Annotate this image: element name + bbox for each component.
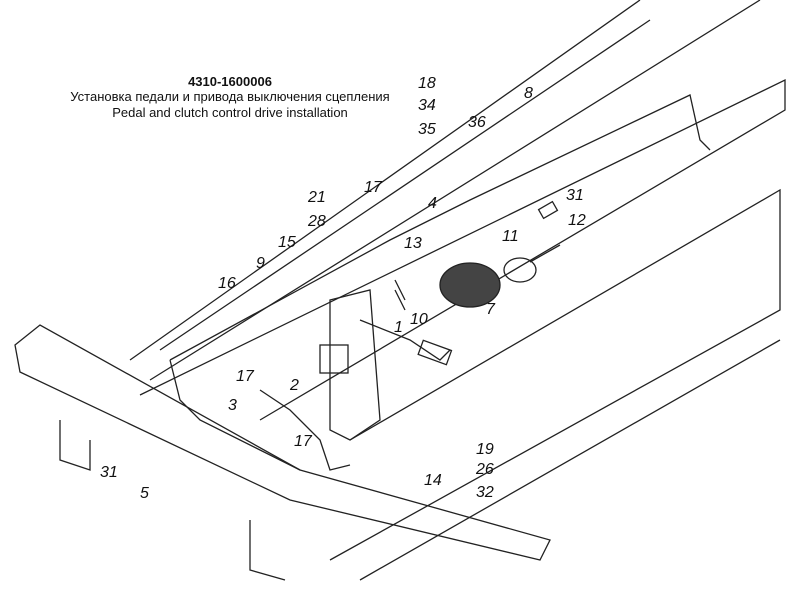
callout-19: 19	[476, 441, 494, 458]
callout-13: 13	[404, 235, 422, 252]
callout-36: 36	[468, 114, 486, 131]
callout-12: 12	[568, 212, 586, 229]
callout-15: 15	[278, 234, 296, 251]
callout-14: 14	[424, 472, 442, 489]
callout-7: 7	[486, 301, 495, 318]
callout-17: 17	[294, 433, 312, 450]
callout-3: 3	[228, 397, 237, 414]
callout-17: 17	[236, 368, 254, 385]
callout-2: 2	[290, 377, 299, 394]
callout-31: 31	[100, 464, 118, 481]
part-code: 4310-1600006	[188, 74, 272, 89]
title-block: 4310-1600006 Установка педали и привода …	[60, 74, 400, 121]
callout-28: 28	[308, 213, 326, 230]
title-ru: Установка педали и привода выключения сц…	[70, 89, 390, 104]
callout-26: 26	[476, 461, 494, 478]
callout-1: 1	[394, 319, 403, 336]
callout-32: 32	[476, 484, 494, 501]
callout-10: 10	[410, 311, 428, 328]
callout-21: 21	[308, 189, 326, 206]
callout-9: 9	[256, 255, 265, 272]
callout-5: 5	[140, 485, 149, 502]
callout-11: 11	[502, 228, 519, 245]
callout-35: 35	[418, 121, 436, 138]
callout-34: 34	[418, 97, 436, 114]
title-en: Pedal and clutch control drive installat…	[112, 105, 348, 120]
callout-17: 17	[364, 179, 382, 196]
callout-8: 8	[524, 85, 533, 102]
callout-31: 31	[566, 187, 584, 204]
callout-16: 16	[218, 275, 236, 292]
callout-4: 4	[428, 195, 437, 212]
callout-18: 18	[418, 75, 436, 92]
